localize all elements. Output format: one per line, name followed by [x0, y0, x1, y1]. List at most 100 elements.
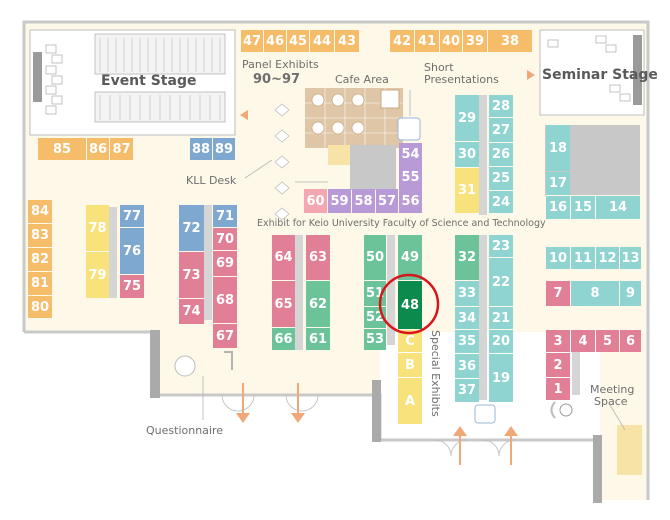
booth-55[interactable]: 55: [399, 165, 422, 189]
booth-81[interactable]: 81: [28, 272, 52, 295]
booth-a[interactable]: A: [398, 378, 422, 424]
booth-35[interactable]: 35: [455, 330, 479, 353]
booth-19[interactable]: 19: [489, 354, 513, 402]
short-presentations-label-1: Short: [424, 61, 454, 74]
booth-71[interactable]: 71: [213, 205, 237, 227]
booth-11[interactable]: 11: [571, 247, 595, 269]
booth-22[interactable]: 22: [489, 258, 513, 306]
booth-53[interactable]: 53: [364, 329, 386, 350]
booth-49[interactable]: 49: [398, 235, 422, 280]
booth-4[interactable]: 4: [571, 330, 595, 352]
booth-63[interactable]: 63: [306, 235, 330, 280]
booth-76[interactable]: 76: [120, 228, 144, 274]
booth-47[interactable]: 47: [241, 30, 263, 52]
booth-41[interactable]: 41: [415, 30, 439, 52]
booth-30[interactable]: 30: [455, 142, 479, 167]
booth-48[interactable]: 48: [398, 281, 422, 329]
booth-56[interactable]: 56: [399, 189, 422, 213]
booth-29[interactable]: 29: [455, 95, 479, 141]
booth-59[interactable]: 59: [328, 189, 351, 213]
booth-8[interactable]: 8: [571, 281, 619, 306]
booth-12[interactable]: 12: [596, 247, 619, 269]
booth-87[interactable]: 87: [110, 138, 133, 160]
event-stage-seat-lines: [99, 38, 221, 120]
booth-50[interactable]: 50: [364, 235, 386, 280]
questionnaire-bracket: [224, 351, 233, 370]
booth-36[interactable]: 36: [455, 354, 479, 378]
booth-83[interactable]: 83: [28, 224, 52, 247]
booth-31[interactable]: 31: [455, 168, 479, 213]
booth-10[interactable]: 10: [546, 247, 570, 269]
booth-77[interactable]: 77: [120, 205, 144, 227]
booth-52[interactable]: 52: [364, 307, 386, 328]
booth-23[interactable]: 23: [489, 235, 513, 257]
booth-20[interactable]: 20: [489, 330, 513, 353]
booth-45[interactable]: 45: [287, 30, 309, 52]
booth-2[interactable]: 2: [546, 353, 570, 377]
booth-7[interactable]: 7: [546, 281, 570, 306]
booth-25[interactable]: 25: [489, 167, 513, 190]
booth-42[interactable]: 42: [390, 30, 414, 52]
booth-32[interactable]: 32: [455, 235, 479, 280]
booth-26[interactable]: 26: [489, 143, 513, 166]
booth-18[interactable]: 18: [546, 125, 570, 171]
booth-89[interactable]: 89: [213, 138, 235, 160]
booth-79[interactable]: 79: [86, 252, 109, 298]
booth-75[interactable]: 75: [120, 275, 144, 298]
booth-86[interactable]: 86: [87, 138, 109, 160]
booth-68[interactable]: 68: [213, 277, 237, 323]
booth-15[interactable]: 15: [571, 196, 595, 219]
booth-58[interactable]: 58: [352, 189, 375, 213]
booth-24[interactable]: 24: [489, 191, 513, 213]
booth-57[interactable]: 57: [376, 189, 398, 213]
questionnaire-label: Questionnaire: [146, 424, 224, 437]
booth-51[interactable]: 51: [364, 281, 386, 306]
booth-84[interactable]: 84: [28, 200, 52, 223]
booth-16[interactable]: 16: [546, 196, 570, 219]
booth-61[interactable]: 61: [306, 328, 330, 350]
booth-43[interactable]: 43: [335, 30, 359, 52]
booth-34[interactable]: 34: [455, 307, 479, 329]
booth-74[interactable]: 74: [179, 299, 204, 324]
booth-3[interactable]: 3: [546, 330, 570, 352]
seminar-stage-podium: [633, 35, 642, 105]
booth-33[interactable]: 33: [455, 281, 479, 306]
booth-85[interactable]: 85: [38, 138, 86, 160]
booth-65[interactable]: 65: [272, 281, 295, 327]
booth-78[interactable]: 78: [86, 205, 109, 251]
booth-1[interactable]: 1: [546, 378, 570, 400]
booth-88[interactable]: 88: [190, 138, 212, 160]
booth-54[interactable]: 54: [399, 143, 422, 165]
booth-73[interactable]: 73: [179, 252, 204, 298]
booth-70[interactable]: 70: [213, 228, 237, 250]
cafe-area-label: Cafe Area: [335, 73, 389, 86]
booth-21[interactable]: 21: [489, 307, 513, 329]
booth-17[interactable]: 17: [546, 172, 570, 195]
booth-60[interactable]: 60: [304, 189, 327, 213]
booth-27[interactable]: 27: [489, 118, 513, 142]
booth-9[interactable]: 9: [620, 281, 641, 306]
booth-64[interactable]: 64: [272, 235, 295, 280]
wall-pillar-left: [150, 330, 160, 398]
keio-exhibit-label: Exhibit for Keio University Faculty of S…: [257, 218, 546, 229]
booth-62[interactable]: 62: [306, 281, 330, 327]
booth-46[interactable]: 46: [264, 30, 286, 52]
booth-5[interactable]: 5: [596, 330, 619, 352]
booth-66[interactable]: 66: [272, 328, 295, 350]
booth-b[interactable]: B: [398, 353, 422, 377]
booth-80[interactable]: 80: [28, 296, 52, 318]
booth-14[interactable]: 14: [596, 196, 640, 219]
booth-37[interactable]: 37: [455, 379, 479, 402]
booth-69[interactable]: 69: [213, 251, 237, 276]
booth-6[interactable]: 6: [620, 330, 641, 352]
booth-38[interactable]: 38: [488, 30, 532, 52]
booth-40[interactable]: 40: [440, 30, 462, 52]
booth-c[interactable]: C: [398, 330, 422, 352]
booth-67[interactable]: 67: [213, 324, 237, 348]
booth-13[interactable]: 13: [620, 247, 641, 269]
booth-82[interactable]: 82: [28, 248, 52, 271]
booth-72[interactable]: 72: [179, 205, 204, 251]
booth-44[interactable]: 44: [310, 30, 334, 52]
booth-39[interactable]: 39: [463, 30, 487, 52]
booth-28[interactable]: 28: [489, 95, 513, 117]
